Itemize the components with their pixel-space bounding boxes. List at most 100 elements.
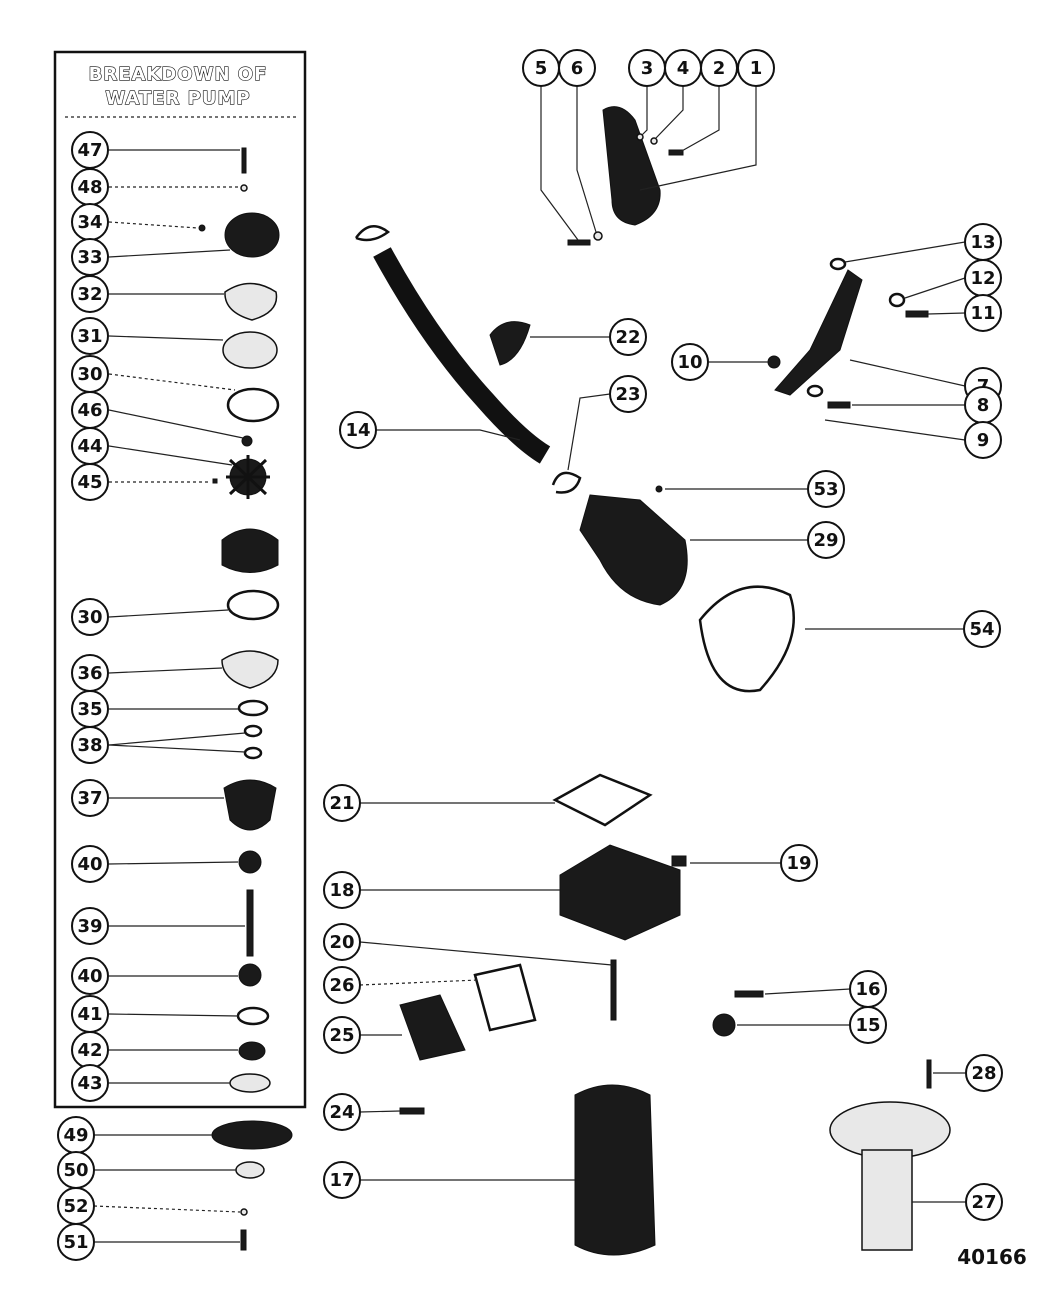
callout-35: 35 xyxy=(71,690,109,728)
callout-19: 19 xyxy=(780,844,818,882)
part-11-screw xyxy=(905,310,929,318)
part-3 xyxy=(636,133,644,141)
svg-text:35: 35 xyxy=(77,699,102,720)
pump-parts-illustrations xyxy=(198,147,293,1251)
part-34 xyxy=(198,224,206,232)
panel-title-line1: BREAKDOWN OF xyxy=(89,64,268,85)
svg-text:24: 24 xyxy=(329,1102,354,1123)
callout-32: 32 xyxy=(71,275,109,313)
callout-29: 29 xyxy=(807,521,845,559)
svg-text:15: 15 xyxy=(855,1015,880,1036)
svg-text:40: 40 xyxy=(77,966,102,987)
svg-text:49: 49 xyxy=(63,1125,88,1146)
part-9-washer xyxy=(806,384,824,398)
pump-housing xyxy=(221,528,279,573)
callout-27: 27 xyxy=(965,1183,1003,1221)
callout-47: 47 xyxy=(71,131,109,169)
callout-14: 14 xyxy=(339,411,377,449)
part-32-gasket xyxy=(224,282,278,321)
callout-17: 17 xyxy=(323,1161,361,1199)
svg-text:1: 1 xyxy=(750,58,763,79)
part-26-gasket xyxy=(473,963,537,1032)
part-39-shaft xyxy=(246,889,254,957)
part-24-screw xyxy=(399,1107,425,1115)
svg-text:10: 10 xyxy=(677,352,702,373)
callout-37: 37 xyxy=(71,779,109,817)
svg-text:48: 48 xyxy=(77,177,102,198)
svg-text:27: 27 xyxy=(971,1192,996,1213)
callout-51: 51 xyxy=(57,1223,95,1261)
part-30-gasket-lower xyxy=(226,589,280,621)
callout-44: 44 xyxy=(71,427,109,465)
leader-lines xyxy=(93,86,966,1243)
callout-53: 53 xyxy=(807,470,845,508)
part-25-plate xyxy=(399,994,466,1061)
part-42 xyxy=(238,1041,266,1061)
part-14-hose xyxy=(373,247,551,464)
part-38-seal-lower xyxy=(243,746,263,760)
callout-40-upper: 40 xyxy=(71,845,109,883)
callout-52: 52 xyxy=(57,1187,95,1225)
callout-1: 1 xyxy=(737,49,775,87)
svg-text:33: 33 xyxy=(77,247,102,268)
svg-text:30: 30 xyxy=(77,364,102,385)
callout-2: 2 xyxy=(700,49,738,87)
part-38-seal-upper xyxy=(243,724,263,738)
svg-text:6: 6 xyxy=(571,58,584,79)
part-43 xyxy=(229,1073,271,1093)
callout-30-lower: 30 xyxy=(71,598,109,636)
callout-23: 23 xyxy=(609,375,647,413)
part-8-screw xyxy=(827,401,851,409)
part-44-impeller xyxy=(226,455,270,499)
svg-text:21: 21 xyxy=(329,793,354,814)
part-54-belt xyxy=(698,585,795,693)
svg-text:25: 25 xyxy=(329,1025,354,1046)
svg-text:12: 12 xyxy=(970,268,995,289)
callout-42: 42 xyxy=(71,1031,109,1069)
callout-24: 24 xyxy=(323,1093,361,1131)
svg-text:28: 28 xyxy=(971,1063,996,1084)
part-22-clip xyxy=(489,321,531,366)
callout-41: 41 xyxy=(71,995,109,1033)
part-21-gasket xyxy=(552,773,653,827)
part-37-bearing-housing xyxy=(223,779,277,831)
svg-text:29: 29 xyxy=(813,530,838,551)
svg-text:22: 22 xyxy=(615,327,640,348)
callout-40-lower: 40 xyxy=(71,957,109,995)
callout-34: 34 xyxy=(71,203,109,241)
callout-22: 22 xyxy=(609,318,647,356)
part-35-o-ring xyxy=(237,699,269,717)
callout-16: 16 xyxy=(849,970,887,1008)
part-13-washer xyxy=(829,257,847,271)
callout-13: 13 xyxy=(964,223,1002,261)
svg-text:36: 36 xyxy=(77,663,102,684)
part-51-screw xyxy=(240,1229,247,1251)
callout-18: 18 xyxy=(323,871,361,909)
svg-text:40: 40 xyxy=(77,854,102,875)
callout-38: 38 xyxy=(71,726,109,764)
svg-text:31: 31 xyxy=(77,326,102,347)
svg-text:4: 4 xyxy=(677,58,690,79)
part-7-bracket xyxy=(774,269,863,396)
part-36-plate xyxy=(221,650,279,689)
part-4 xyxy=(650,137,658,145)
part-50 xyxy=(235,1161,265,1179)
panel-title-line2: WATER PUMP xyxy=(105,88,250,109)
svg-text:52: 52 xyxy=(63,1196,88,1217)
svg-text:42: 42 xyxy=(77,1040,102,1061)
svg-text:5: 5 xyxy=(535,58,548,79)
part-46 xyxy=(241,435,253,447)
part-52-washer xyxy=(240,1208,248,1216)
svg-text:20: 20 xyxy=(329,932,354,953)
part-47-screw xyxy=(241,147,247,174)
callout-9: 9 xyxy=(964,421,1002,459)
part-1-elbow xyxy=(602,106,661,226)
svg-text:32: 32 xyxy=(77,284,102,305)
part-53 xyxy=(655,485,663,493)
part-20-stud xyxy=(610,959,617,1021)
callout-36: 36 xyxy=(71,654,109,692)
svg-text:41: 41 xyxy=(77,1004,102,1025)
part-31-plate xyxy=(222,331,278,369)
svg-text:9: 9 xyxy=(977,430,990,451)
